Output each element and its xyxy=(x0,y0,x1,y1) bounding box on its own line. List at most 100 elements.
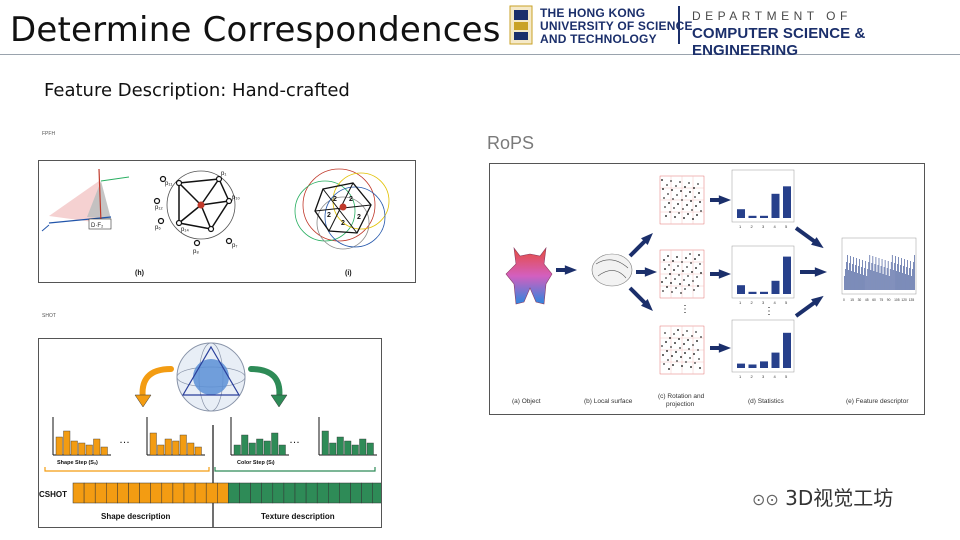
descriptor-bar xyxy=(881,259,883,290)
logo-divider xyxy=(678,6,680,44)
descriptor-tick-label: 0 xyxy=(843,298,845,302)
histogram-bar xyxy=(172,440,180,456)
projection-panels xyxy=(659,175,705,375)
shape-description-label: Shape description xyxy=(101,512,170,521)
svg-text:2: 2 xyxy=(327,212,331,219)
strip-cell xyxy=(372,482,385,504)
hkust-logo-icon xyxy=(509,5,533,45)
title-divider xyxy=(0,54,960,55)
histogram-bar xyxy=(85,444,93,456)
strip-cell xyxy=(106,482,118,504)
descriptor-bar xyxy=(891,255,893,290)
descriptor-tick-label: 60 xyxy=(872,298,876,302)
stat-tick-label: 1 xyxy=(739,374,742,379)
svg-text:2: 2 xyxy=(349,196,353,203)
descriptor-bar xyxy=(896,271,897,290)
strip-cell xyxy=(272,482,285,504)
descriptor-bar xyxy=(876,272,878,290)
stat-bar xyxy=(771,193,780,218)
strip-cell xyxy=(194,482,207,504)
histogram-bar xyxy=(55,436,63,456)
strip-cell xyxy=(261,482,274,504)
strip-cell xyxy=(328,482,340,504)
histogram-bar xyxy=(63,430,71,456)
flow-arrows xyxy=(556,195,827,353)
watermark-label: 3D视觉工坊 xyxy=(785,486,894,510)
descriptor-bar xyxy=(882,274,884,290)
descriptor-bar xyxy=(852,264,853,290)
object-mesh-icon xyxy=(505,246,553,305)
descriptor-tick-label: 105 xyxy=(894,298,900,302)
descriptor-bar xyxy=(858,266,859,290)
stat-tick-label: 2 xyxy=(751,374,754,379)
strip-cell xyxy=(128,482,140,504)
descriptor-bar xyxy=(874,264,876,290)
strip-cell xyxy=(250,482,262,504)
stat-bar xyxy=(748,291,757,294)
histogram-bar xyxy=(70,440,78,456)
strip-cell xyxy=(361,482,373,504)
strip-cell xyxy=(283,482,296,504)
descriptor-bar xyxy=(911,276,912,290)
point-label: p₈ xyxy=(193,249,199,255)
descriptor-bar xyxy=(850,256,851,290)
point-label: p₁₂ xyxy=(155,205,163,211)
point-label: p₁ xyxy=(221,171,226,177)
descriptor-bar xyxy=(864,268,865,290)
fpfh-figure: D·F₂ p₁₁ p₁₂ xyxy=(38,160,416,283)
strip-cell xyxy=(117,482,129,504)
descriptor-bar xyxy=(909,268,910,290)
local-histograms xyxy=(52,417,377,456)
histogram-bar xyxy=(336,436,344,456)
fpfh-geometry-sketch: D·F₂ xyxy=(41,168,130,232)
caption-object: (a) Object xyxy=(512,398,541,405)
descriptor-tick-label: 135 xyxy=(909,298,915,302)
point-label: p₆ xyxy=(155,225,161,231)
descriptor-bar xyxy=(861,267,862,290)
histogram-bar xyxy=(78,442,86,456)
descriptor-bar xyxy=(844,276,845,290)
strip-cell xyxy=(161,482,174,504)
descriptor-bar xyxy=(889,269,891,290)
descriptor-bar xyxy=(868,262,870,290)
descriptor-bar xyxy=(869,255,871,290)
descriptor-bar xyxy=(901,258,902,290)
descriptor-bar xyxy=(885,275,887,290)
descriptor-bar xyxy=(905,274,906,290)
descriptor-bar xyxy=(908,275,909,290)
strip-cell xyxy=(294,482,307,504)
descriptor-bar xyxy=(867,269,869,290)
descriptor-bar xyxy=(862,260,863,290)
descriptor-bar xyxy=(865,261,867,290)
caption-statistics: (d) Statistics xyxy=(748,398,785,405)
descriptor-bar xyxy=(899,272,900,290)
department-line2: COMPUTER SCIENCE & ENGINEERING xyxy=(692,25,866,59)
descriptor-bar xyxy=(910,261,911,290)
strip-cell xyxy=(83,482,96,504)
descriptor-bar xyxy=(890,262,892,290)
stat-tick-label: 5 xyxy=(785,300,788,305)
strip-cell xyxy=(183,482,196,504)
sphere-grid-icon xyxy=(176,342,246,412)
stat-bar xyxy=(783,186,791,218)
stat-tick-label: 2 xyxy=(751,300,754,305)
fpfh-label: FPFH xyxy=(42,131,56,137)
strip-cell xyxy=(217,482,229,504)
stat-bar xyxy=(748,215,757,218)
descriptor-bar xyxy=(854,272,855,290)
rops-label: RoPS xyxy=(487,133,535,153)
descriptor-bar xyxy=(878,258,880,290)
descriptor-bar xyxy=(860,274,861,290)
histogram-bar xyxy=(93,438,101,456)
descriptor-bar xyxy=(848,270,849,290)
descriptor-bar xyxy=(900,265,901,290)
descriptor-bar xyxy=(849,263,850,290)
histogram-bar xyxy=(157,444,165,456)
svg-text:2: 2 xyxy=(357,214,361,221)
university-name-line3: AND TECHNOLOGY xyxy=(540,32,657,46)
descriptor-bar xyxy=(873,271,875,290)
histogram-bar xyxy=(344,440,352,456)
stat-tick-label: 3 xyxy=(762,300,765,305)
